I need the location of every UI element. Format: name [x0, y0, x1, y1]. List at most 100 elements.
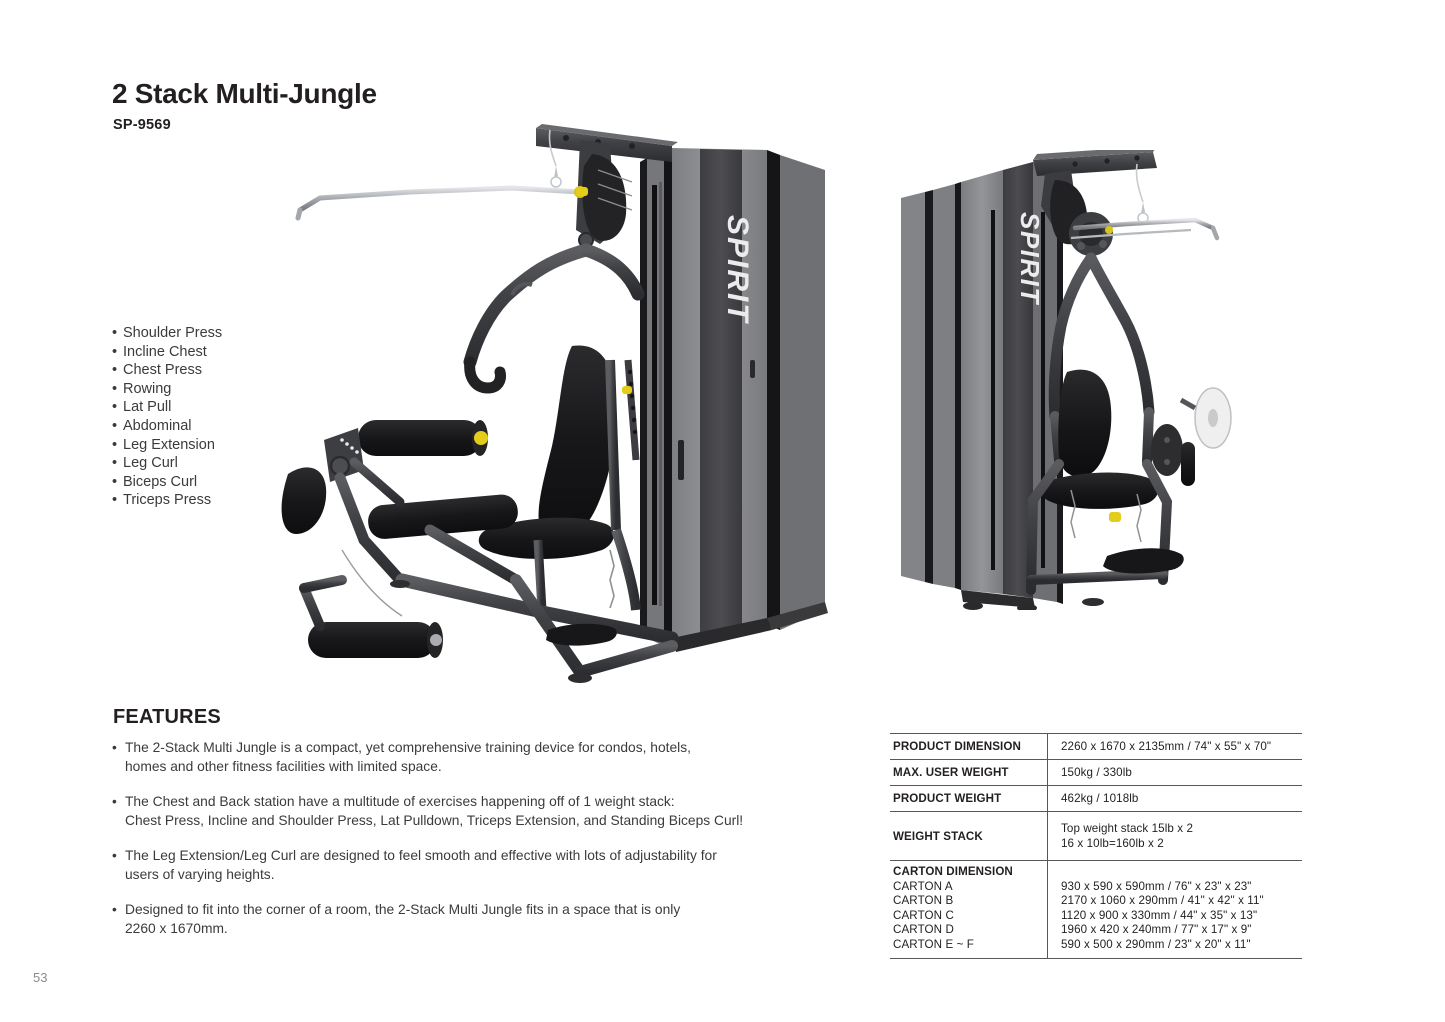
carton-value: 590 x 500 x 290mm / 23" x 20" x 11" — [1061, 937, 1251, 951]
bullet-glyph: • — [112, 399, 118, 416]
bullet-glyph: • — [112, 740, 117, 755]
list-item: • Abdominal — [112, 417, 222, 436]
exercise-label: Incline Chest — [123, 343, 207, 360]
carton-label: CARTON D — [893, 923, 954, 937]
list-item: • Incline Chest — [112, 343, 222, 362]
carton-value: 1960 x 420 x 240mm / 77" x 17" x 9" — [1061, 923, 1252, 937]
feature-line-2: 2260 x 1670mm. — [125, 921, 228, 936]
table-row: MAX. USER WEIGHT 150kg / 330lb — [890, 760, 1302, 786]
exercise-label: Abdominal — [123, 417, 192, 434]
feature-item: • The 2-Stack Multi Jungle is a compact,… — [112, 738, 812, 776]
bullet-glyph: • — [112, 436, 118, 453]
svg-text:SPIRIT: SPIRIT — [1015, 212, 1045, 305]
multi-jungle-rear-illustration: SPIRIT — [901, 146, 1232, 612]
bullet-glyph: • — [112, 343, 118, 360]
list-item: • Biceps Curl — [112, 473, 222, 492]
carton-label: CARTON A — [893, 879, 953, 893]
bullet-glyph: • — [112, 455, 118, 472]
list-item: • Leg Extension — [112, 436, 222, 455]
bullet-glyph: • — [112, 794, 117, 809]
bullet-glyph: • — [112, 325, 118, 341]
seat-assembly-rear — [1041, 369, 1232, 606]
multi-jungle-front-illustration: SPIRIT — [281, 124, 828, 683]
list-item: •Shoulder Press — [112, 324, 222, 343]
features-list: • The 2-Stack Multi Jungle is a compact,… — [112, 738, 812, 954]
product-image-front: SPIRIT — [280, 110, 840, 700]
feature-item: • The Chest and Back station have a mult… — [112, 792, 812, 830]
chain — [609, 549, 615, 609]
press-arm-assembly-rear — [1033, 146, 1220, 256]
list-item: • Rowing — [112, 380, 222, 399]
spec-value: 462kg / 1018lb — [1047, 786, 1302, 811]
bullet-glyph: • — [112, 492, 118, 509]
carton-label-column: CARTON DIMENSION CARTON A CARTON B CARTO… — [890, 861, 1047, 958]
carton-label: CARTON B — [893, 894, 954, 908]
weight-stack-line-1: Top weight stack 15lb x 2 — [1061, 822, 1194, 835]
table-row: PRODUCT DIMENSION 2260 x 1670 x 2135mm /… — [890, 733, 1302, 760]
feature-line-2: homes and other fitness facilities with … — [125, 759, 442, 774]
exercise-label: Chest Press — [123, 362, 202, 379]
bullet-glyph: • — [112, 380, 118, 397]
feature-line-2: users of varying heights. — [125, 867, 275, 882]
feature-line-2: Chest Press, Incline and Shoulder Press,… — [125, 813, 744, 828]
exercise-label: Lat Pull — [123, 399, 172, 416]
table-row-weight-stack: WEIGHT STACK Top weight stack 15lb x 2 1… — [890, 812, 1302, 861]
carton-label: CARTON E ~ F — [893, 937, 974, 951]
spec-label: WEIGHT STACK — [893, 829, 983, 843]
bullet-glyph: • — [112, 417, 118, 434]
feature-line-1: The Leg Extension/Leg Curl are designed … — [125, 848, 717, 863]
exercise-label: Leg Curl — [123, 455, 178, 472]
bullet-glyph: • — [112, 848, 117, 863]
carton-value-column: 930 x 590 x 590mm / 76" x 23" x 23" 2170… — [1047, 861, 1302, 958]
chain-rear — [1070, 489, 1142, 543]
leg-pad-lower — [308, 622, 443, 658]
spec-label: PRODUCT DIMENSION — [893, 740, 1021, 753]
exercise-label: Leg Extension — [123, 436, 215, 453]
leg-extension-station — [281, 420, 518, 658]
chest-press-arms — [463, 243, 645, 394]
lat-pull-bar-rear — [1070, 217, 1220, 241]
specifications-table: PRODUCT DIMENSION 2260 x 1670 x 2135mm /… — [890, 733, 1302, 959]
product-image-rear: SPIRIT — [895, 146, 1235, 612]
page-title: 2 Stack Multi-Jungle — [112, 78, 377, 109]
feature-line-1: The 2-Stack Multi Jungle is a compact, y… — [125, 740, 691, 755]
feature-item: • The Leg Extension/Leg Curl are designe… — [112, 846, 812, 884]
machine-frame-rear — [1026, 459, 1184, 595]
carton-label: CARTON C — [893, 908, 954, 922]
chest-press-arms-rear — [1048, 252, 1155, 467]
features-heading: FEATURES — [113, 706, 221, 728]
exercise-list: •Shoulder Press • Incline Chest • Chest Pr… — [112, 324, 222, 510]
bullet-glyph: • — [112, 362, 118, 379]
page-number: 53 — [33, 970, 48, 985]
press-arm-assembly — [295, 124, 678, 248]
spec-value: 150kg / 330lb — [1047, 760, 1302, 785]
list-item: • Chest Press — [112, 361, 222, 380]
machine-frame — [390, 524, 679, 683]
weight-stack-line-2: 16 x 10lb=160lb x 2 — [1061, 837, 1164, 850]
feature-line-1: Designed to fit into the corner of a roo… — [125, 902, 681, 917]
svg-text:SPIRIT: SPIRIT — [721, 215, 754, 324]
list-item: • Triceps Press — [112, 491, 222, 510]
spec-value: Top weight stack 15lb x 2 16 x 10lb=160l… — [1047, 812, 1302, 860]
leg-pad-upper — [358, 420, 488, 456]
lat-pull-bar — [295, 185, 586, 221]
carton-value: 930 x 590 x 590mm / 76" x 23" x 23" — [1061, 879, 1252, 893]
brand-wordmark: SPIRIT — [721, 215, 754, 324]
table-row: PRODUCT WEIGHT 462kg / 1018lb — [890, 786, 1302, 812]
feature-line-1: The Chest and Back station have a multit… — [125, 794, 675, 809]
model-number: SP-9569 — [113, 117, 171, 133]
table-row-carton: CARTON DIMENSION CARTON A CARTON B CARTO… — [890, 861, 1302, 959]
feature-item: • Designed to fit into the corner of a r… — [112, 900, 812, 938]
list-item: • Lat Pull — [112, 398, 222, 417]
brand-wordmark-rear: SPIRIT — [1015, 212, 1045, 305]
seat-assembly — [478, 345, 641, 611]
exercise-label: Rowing — [123, 380, 172, 397]
weight-stack-tower — [640, 148, 828, 652]
exercise-label: Biceps Curl — [123, 473, 198, 490]
spec-label: PRODUCT WEIGHT — [893, 792, 1002, 805]
exercise-label: Triceps Press — [123, 492, 212, 509]
spec-value: 2260 x 1670 x 2135mm / 74" x 55" x 70" — [1047, 734, 1302, 759]
bullet-glyph: • — [112, 473, 118, 490]
spec-label: MAX. USER WEIGHT — [893, 766, 1009, 779]
